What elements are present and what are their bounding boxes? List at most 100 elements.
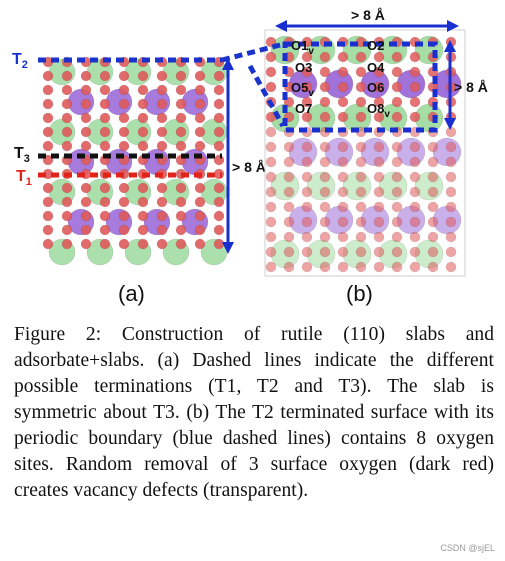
oxygen-atom (99, 210, 111, 222)
oxygen-atom (373, 141, 385, 153)
oxygen-atom (118, 196, 130, 208)
oxygen-atom (337, 51, 349, 63)
oxygen-atom (301, 186, 313, 198)
oxygen-atom (118, 126, 130, 138)
periodic-boundary (282, 41, 438, 133)
oxygen-atom (213, 196, 225, 208)
watermark: CSDN @sjEL (440, 543, 495, 553)
oxygen-atom (156, 238, 168, 250)
oxygen-atom (61, 70, 73, 82)
oxygen-atom (301, 66, 313, 78)
oxygen-atom (427, 171, 439, 183)
oxygen-atom (194, 140, 206, 152)
oxygen-atom (137, 196, 149, 208)
oxygen-atom (355, 201, 367, 213)
depth-arrow-head-top (444, 40, 456, 52)
oxygen-atom (99, 98, 111, 110)
oxygen-atom (301, 96, 313, 108)
oxygen-atom (194, 196, 206, 208)
oxygen-atom (194, 126, 206, 138)
oxygen-atom (118, 210, 130, 222)
oxygen-atom (391, 231, 403, 243)
oxygen-atom (337, 216, 349, 228)
oxygen-atom (373, 231, 385, 243)
oxygen-atom (80, 182, 92, 194)
oxygen-atom (409, 216, 421, 228)
oxygen-atom (391, 141, 403, 153)
oxygen-atom (80, 210, 92, 222)
oxygen-atom (337, 261, 349, 273)
oxygen-atom (118, 98, 130, 110)
oxygen-atom (175, 98, 187, 110)
oxygen-atom (80, 84, 92, 96)
oxygen-atom (194, 182, 206, 194)
oxygen-atom (355, 96, 367, 108)
oxygen-atom (61, 126, 73, 138)
oxygen-atom (391, 201, 403, 213)
oxygen-atom (99, 238, 111, 250)
oxygen-atom (337, 66, 349, 78)
oxygen-atom (391, 246, 403, 258)
oxygen-atom (61, 238, 73, 250)
oxygen-atom (391, 51, 403, 63)
oxygen-atom (156, 196, 168, 208)
oxygen-atom (319, 171, 331, 183)
oxygen-atom (301, 51, 313, 63)
oxygen-atom (175, 182, 187, 194)
oxygen-atom (156, 126, 168, 138)
oxygen-atom (355, 231, 367, 243)
panel-a-lattice (42, 56, 228, 266)
oxygen-atom (319, 66, 331, 78)
oxygen-atom (99, 126, 111, 138)
oxygen-atom (99, 84, 111, 96)
oxygen-atom (373, 156, 385, 168)
panel-b-lattice (265, 35, 462, 273)
panel-b-label: (b) (346, 281, 373, 306)
oxygen-atom (319, 186, 331, 198)
oxygen-atom (156, 224, 168, 236)
oxygen-site-label: O2 (367, 38, 384, 53)
oxygen-atom (301, 216, 313, 228)
height-annotation-b: > 8 Å (454, 79, 488, 95)
oxygen-atom (213, 70, 225, 82)
oxygen-atom (409, 81, 421, 93)
height-arrow-head-bottom (222, 242, 234, 254)
oxygen-atom (265, 126, 277, 138)
oxygen-atom (301, 246, 313, 258)
oxygen-atom (427, 261, 439, 273)
oxygen-atom (337, 96, 349, 108)
oxygen-atom (283, 216, 295, 228)
oxygen-atom (175, 238, 187, 250)
oxygen-atom (61, 112, 73, 124)
oxygen-atom (409, 261, 421, 273)
oxygen-atom (137, 84, 149, 96)
oxygen-atom (283, 231, 295, 243)
oxygen-atom (409, 201, 421, 213)
oxygen-atom (301, 201, 313, 213)
oxygen-atom (265, 201, 277, 213)
oxygen-atom (265, 156, 277, 168)
oxygen-atom (301, 111, 313, 123)
oxygen-atom (391, 96, 403, 108)
oxygen-atom (137, 126, 149, 138)
oxygen-atom (118, 112, 130, 124)
oxygen-site-label: O4 (367, 60, 385, 75)
oxygen-atom (319, 201, 331, 213)
oxygen-atom (373, 96, 385, 108)
oxygen-atom (337, 201, 349, 213)
oxygen-atom (337, 81, 349, 93)
oxygen-atom (156, 98, 168, 110)
oxygen-atom (373, 66, 385, 78)
oxygen-atom (445, 246, 457, 258)
oxygen-atom (137, 98, 149, 110)
oxygen-atom (80, 126, 92, 138)
oxygen-atom (265, 261, 277, 273)
oxygen-atom (283, 246, 295, 258)
oxygen-atom (391, 66, 403, 78)
oxygen-atom (265, 66, 277, 78)
oxygen-atom (265, 186, 277, 198)
oxygen-atom (213, 182, 225, 194)
oxygen-atom (156, 182, 168, 194)
